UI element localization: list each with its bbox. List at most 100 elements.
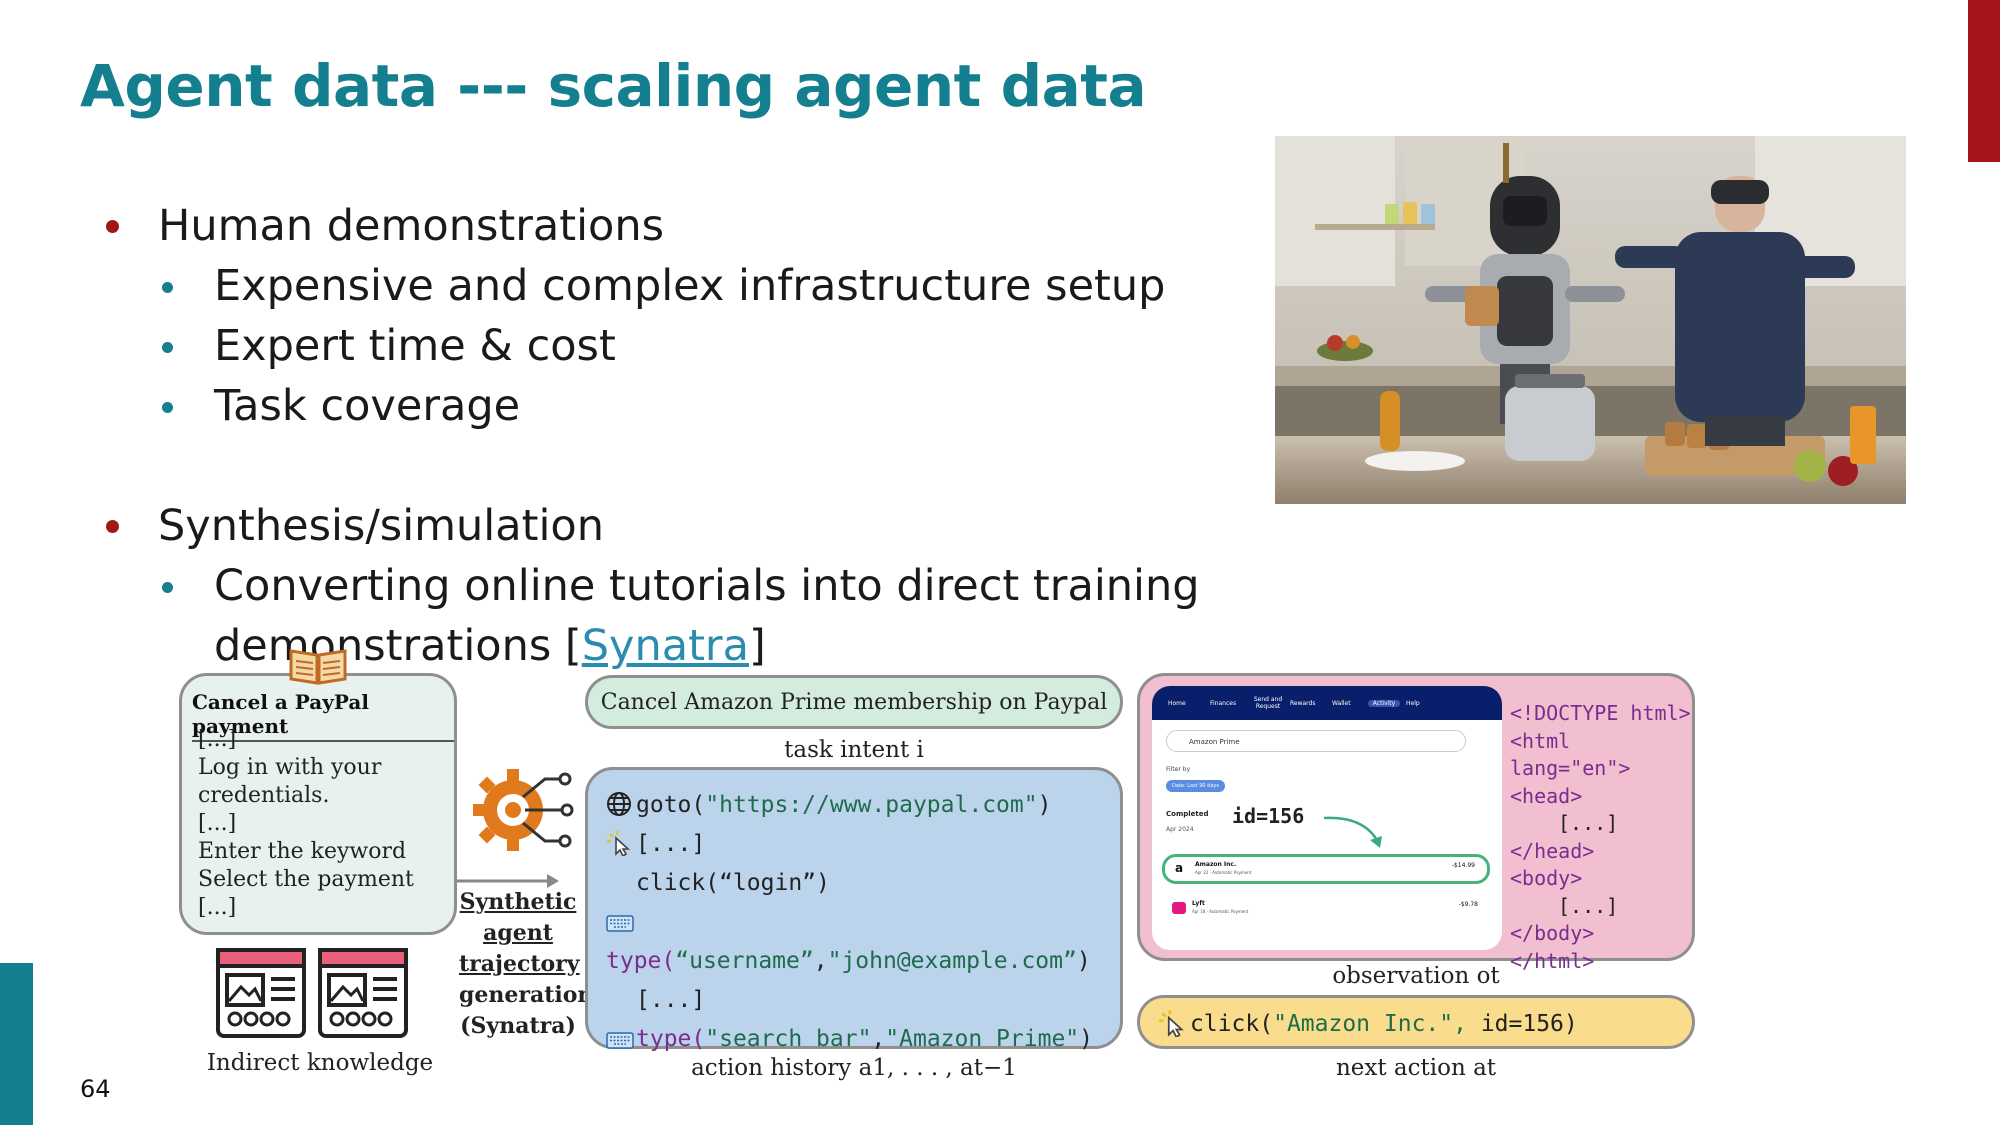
- html-line: [...]: [1558, 811, 1619, 835]
- tutorial-line: credentials.: [198, 783, 330, 808]
- html-line: </head>: [1510, 838, 1595, 863]
- synth-label-line: Synthetic: [459, 889, 577, 915]
- bullet-task-coverage: Task coverage: [100, 376, 1300, 436]
- action-history-code: goto("https://www.paypal.com") [...] cli…: [606, 786, 1120, 1059]
- row-name: Amazon Inc.: [1195, 861, 1237, 868]
- amazon-logo-icon: a: [1175, 861, 1184, 875]
- accent-bar-top-right: [1968, 0, 2000, 162]
- synth-label-line: agent: [483, 920, 553, 946]
- html-line: </html>: [1510, 948, 1595, 973]
- action-arg: "Amazon Prime": [885, 1026, 1080, 1052]
- curved-arrow-icon: [1320, 810, 1390, 854]
- row-name: Lyft: [1192, 900, 1205, 907]
- html-line: [...]: [1558, 893, 1619, 918]
- synth-label-line: generation: [459, 982, 594, 1008]
- bullet-list: Human demonstrations Expensive and compl…: [100, 196, 1300, 676]
- action-fn: goto(: [636, 792, 706, 818]
- action-end: ): [1076, 948, 1091, 974]
- observation-box: Home Finances Send and Request Rewards W…: [1137, 673, 1695, 973]
- action-fn: type(: [636, 1026, 706, 1052]
- mini-nav-item: Send and Request: [1253, 696, 1283, 710]
- globe-icon: [606, 786, 636, 825]
- action-fn: click(: [1190, 1011, 1274, 1037]
- action-arg: “username”: [675, 948, 814, 974]
- cursor-click-icon: [1158, 1009, 1190, 1039]
- mini-filter-chip: Date: Last 90 days: [1166, 780, 1225, 792]
- webpage-icon: [317, 947, 409, 1043]
- accent-bar-bottom-left: [0, 963, 33, 1125]
- action-line: [...]: [606, 825, 1120, 864]
- mini-nav-item: Home: [1168, 699, 1186, 707]
- bullet-synthesis: Synthesis/simulation: [100, 496, 1300, 556]
- synthetic-trajectory-label: Synthetic agent trajectory generation (S…: [459, 887, 594, 1042]
- html-line: <html lang="en">: [1510, 728, 1631, 781]
- action-ellipsis: [...]: [636, 987, 706, 1013]
- row-sub: Apr 18 · Automatic Payment: [1192, 909, 1249, 914]
- bullet-infrastructure: Expensive and complex infrastructure set…: [100, 256, 1300, 316]
- mini-navbar: Home Finances Send and Request Rewards W…: [1152, 686, 1502, 720]
- action-ellipsis: [...]: [636, 831, 706, 857]
- page-number: 64: [80, 1075, 111, 1103]
- mini-screenshot: Home Finances Send and Request Rewards W…: [1152, 686, 1502, 950]
- tutorial-box: Cancel a PayPal payment [...] Log in wit…: [179, 673, 457, 935]
- row-amount: -$14.99: [1451, 862, 1475, 869]
- mini-date: Apr 2024: [1166, 826, 1194, 833]
- mini-filter-label: Filter by: [1166, 766, 1191, 773]
- gear-network-icon: [465, 755, 575, 869]
- mini-search: Amazon Prime: [1166, 730, 1466, 752]
- action-history-box: goto("https://www.paypal.com") [...] cli…: [585, 767, 1123, 1052]
- synth-label-line: trajectory: [459, 951, 580, 977]
- tutorial-line: [...]: [198, 811, 237, 836]
- next-action-code: click("Amazon Inc.", id=156): [1158, 1009, 1578, 1039]
- tutorial-line: Enter the keyword: [198, 839, 407, 864]
- action-sep: ,: [871, 1026, 886, 1052]
- synth-label-line: (Synatra): [460, 1013, 576, 1039]
- next-action-box: click("Amazon Inc.", id=156): [1137, 995, 1695, 1049]
- tutorial-line: [...]: [198, 895, 237, 920]
- synatra-diagram: Cancel a PayPal payment [...] Log in wit…: [175, 645, 1705, 1095]
- html-line: <!DOCTYPE html>: [1510, 701, 1691, 725]
- action-end: ): [1563, 1011, 1578, 1037]
- observation-label: observation ot: [1332, 963, 1500, 989]
- transaction-row-lyft: Lyft Apr 18 · Automatic Payment -$9.78: [1162, 896, 1490, 926]
- action-line: type("search bar","Amazon Prime"): [606, 1020, 1120, 1059]
- action-line: goto("https://www.paypal.com"): [606, 786, 1120, 825]
- webpage-icon: [215, 947, 307, 1043]
- synatra-link[interactable]: Synatra: [581, 621, 749, 671]
- task-intent-label: task intent i: [784, 737, 924, 763]
- bullet-human-demonstrations: Human demonstrations: [100, 196, 1300, 256]
- tutorial-line: Log in with your: [198, 755, 382, 780]
- tutorial-line: Select the payment: [198, 867, 414, 892]
- action-arg: "john@example.com”: [827, 948, 1077, 974]
- mini-nav-item: Wallet: [1332, 699, 1351, 707]
- bracket-close: ]: [748, 621, 766, 671]
- bullet-converting-text: Converting online tutorials into direct …: [214, 561, 1200, 671]
- lyft-logo-icon: [1172, 902, 1186, 914]
- task-intent-text: Cancel Amazon Prime membership on Paypal: [600, 690, 1108, 715]
- robot-kitchen-photo: [1275, 136, 1906, 504]
- tutorial-steps: [...] Log in with your credentials. [...…: [198, 726, 414, 922]
- tutorial-line: [...]: [198, 727, 237, 752]
- action-sep: ,: [813, 948, 828, 974]
- action-arg: "https://www.paypal.com": [705, 792, 1038, 818]
- mini-nav-item: Finances: [1210, 699, 1237, 707]
- indirect-knowledge-label: Indirect knowledge: [206, 1050, 434, 1076]
- cursor-click-icon: [606, 825, 636, 864]
- action-fn: type(: [606, 948, 676, 974]
- html-line: <head>: [1510, 783, 1583, 808]
- transaction-row-amazon: a Amazon Inc. Apr 22 · Automatic Payment…: [1162, 854, 1490, 884]
- action-line: [...]: [606, 981, 1120, 1020]
- task-intent-box: Cancel Amazon Prime membership on Paypal: [585, 675, 1123, 729]
- next-action-label: next action at: [1335, 1055, 1497, 1081]
- book-icon: [287, 645, 349, 685]
- mini-nav-item: Activity: [1368, 699, 1400, 707]
- html-line: <body>: [1510, 866, 1583, 890]
- mini-nav-item: Rewards: [1290, 699, 1316, 707]
- action-line: type(“username”,"john@example.com”): [606, 903, 1120, 981]
- action-end: ): [1037, 792, 1052, 818]
- keyboard-icon: [606, 1020, 636, 1059]
- action-id: id=156: [1466, 1011, 1564, 1037]
- html-line: </body>: [1510, 921, 1595, 945]
- html-source: <!DOCTYPE html> <html lang="en"> <head> …: [1510, 700, 1692, 975]
- action-arg: "Amazon Inc.",: [1273, 1011, 1467, 1037]
